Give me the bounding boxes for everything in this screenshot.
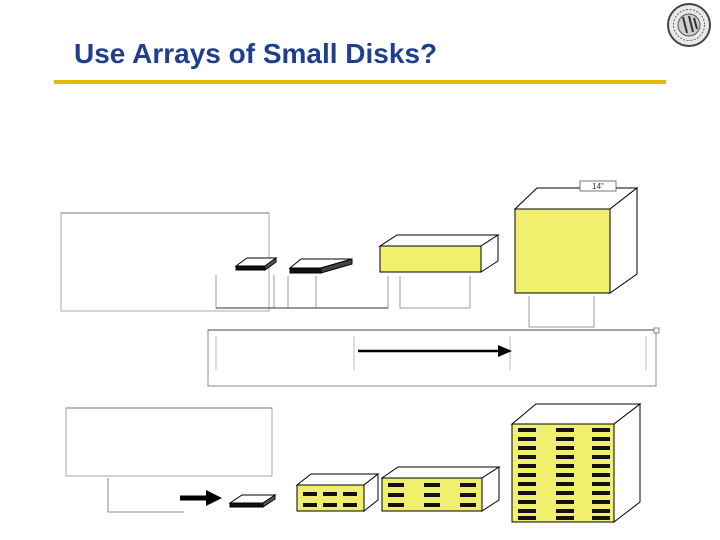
small-disk-array (295, 472, 380, 513)
drive-3-5-inch (288, 258, 353, 274)
cabinet-disk-slots (518, 428, 610, 520)
drive-2-5-inch (234, 257, 278, 271)
large-disk-array-cabinet (510, 402, 642, 524)
drive-14-inch: 14" (513, 180, 639, 294)
disk-array-row (65, 402, 642, 524)
array-arrow (180, 490, 222, 506)
title-underline (54, 80, 666, 84)
top-caption-box (60, 212, 270, 312)
array-unit-single-drive (228, 494, 277, 508)
trend-arrow (358, 345, 512, 357)
comparison-band (207, 327, 660, 387)
size-label: 14" (592, 182, 604, 191)
university-seal-icon (667, 3, 711, 47)
conventional-disk-row: 14" (60, 180, 639, 328)
slide-title: Use Arrays of Small Disks? (74, 38, 438, 69)
drive-5-25-inch (378, 234, 500, 273)
medium-disk-array (380, 466, 501, 512)
size-label-box (579, 180, 617, 192)
bottom-caption-box (65, 407, 273, 477)
